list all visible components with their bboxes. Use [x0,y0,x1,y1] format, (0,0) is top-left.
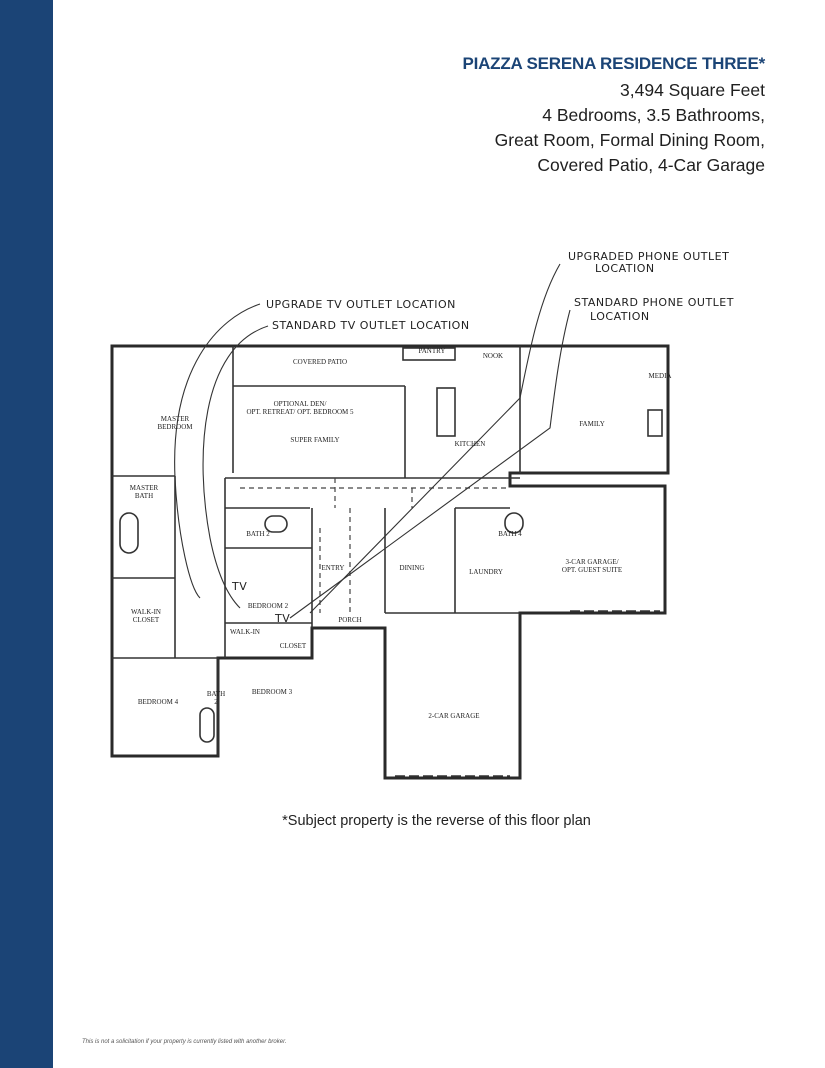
room-family: FAMILY [579,420,605,428]
tv-mark-standard: TV [274,612,290,625]
upgraded-phone-label: UPGRADED PHONE OUTLET [568,250,729,263]
room-kitchen: KITCHEN [455,440,486,448]
spec-patio-garage: Covered Patio, 4-Car Garage [537,155,765,175]
room-3-car-garage: 3-CAR GARAGE/ [565,558,618,566]
room-walk-in-closet-small: WALK-IN [230,628,260,636]
room-super-family: SUPER FAMILY [290,436,339,444]
room-nook: NOOK [483,352,503,360]
standard-tv-label: STANDARD TV OUTLET LOCATION [272,319,470,332]
room-master-bedroom-line2: BEDROOM [157,423,193,431]
disclaimer: This is not a solicitation if your prope… [82,1039,287,1045]
standard-phone-label: STANDARD PHONE OUTLET [574,296,734,309]
room-walk-in-closet-line2: CLOSET [133,616,160,624]
upgraded-phone-label-line2: LOCATION [595,262,655,275]
room-porch: PORCH [338,616,361,624]
room-optional-den-line2: OPT. RETREAT/ OPT. BEDROOM 5 [246,408,354,416]
room-entry: ENTRY [322,564,345,572]
room-walk-in-closet: WALK-IN [131,608,161,616]
room-bedroom-2: BEDROOM 2 [248,602,289,610]
room-bath-2: BATH 2 [246,530,270,538]
side-accent-bar [0,0,53,1068]
standard-phone-label-line2: LOCATION [590,310,650,323]
upgrade-tv-label: UPGRADE TV OUTLET LOCATION [266,298,456,311]
room-bedroom-4: BEDROOM 4 [138,698,179,706]
room-master-bedroom: MASTER [161,415,190,423]
footnote: *Subject property is the reverse of this… [282,813,591,829]
room-walk-in-closet-small-line2: CLOSET [280,642,307,650]
spec-bed-bath: 4 Bedrooms, 3.5 Bathrooms, [542,105,765,125]
room-master-bath-line2: BATH [135,492,153,500]
room-bath-4: BATH 4 [498,530,522,538]
floor-plan: UPGRADED PHONE OUTLET LOCATION STANDARD … [100,238,800,798]
floor-plan-drawing: UPGRADED PHONE OUTLET LOCATION STANDARD … [110,250,734,780]
room-laundry: LAUNDRY [469,568,503,576]
room-covered-patio: COVERED PATIO [293,358,347,366]
spec-rooms: Great Room, Formal Dining Room, [494,130,765,150]
room-bath-b2: BATH [207,690,225,698]
room-bath-b2-line2: 2 [214,698,218,706]
room-2-car-garage: 2-CAR GARAGE [428,712,479,720]
listing-header: PIAZZA SERENA RESIDENCE THREE* 3,494 Squ… [462,54,765,178]
listing-title: PIAZZA SERENA RESIDENCE THREE* [462,54,765,73]
tv-mark-upgrade: TV [231,580,247,593]
room-3-car-garage-line2: OPT. GUEST SUITE [562,566,622,574]
room-dining: DINING [400,564,425,572]
room-media: MEDIA [649,372,672,380]
room-optional-den: OPTIONAL DEN/ [274,400,327,408]
room-master-bath: MASTER [130,484,159,492]
spec-square-feet: 3,494 Square Feet [620,80,765,100]
room-pantry: PANTRY [419,347,446,355]
room-bedroom-3: BEDROOM 3 [252,688,293,696]
